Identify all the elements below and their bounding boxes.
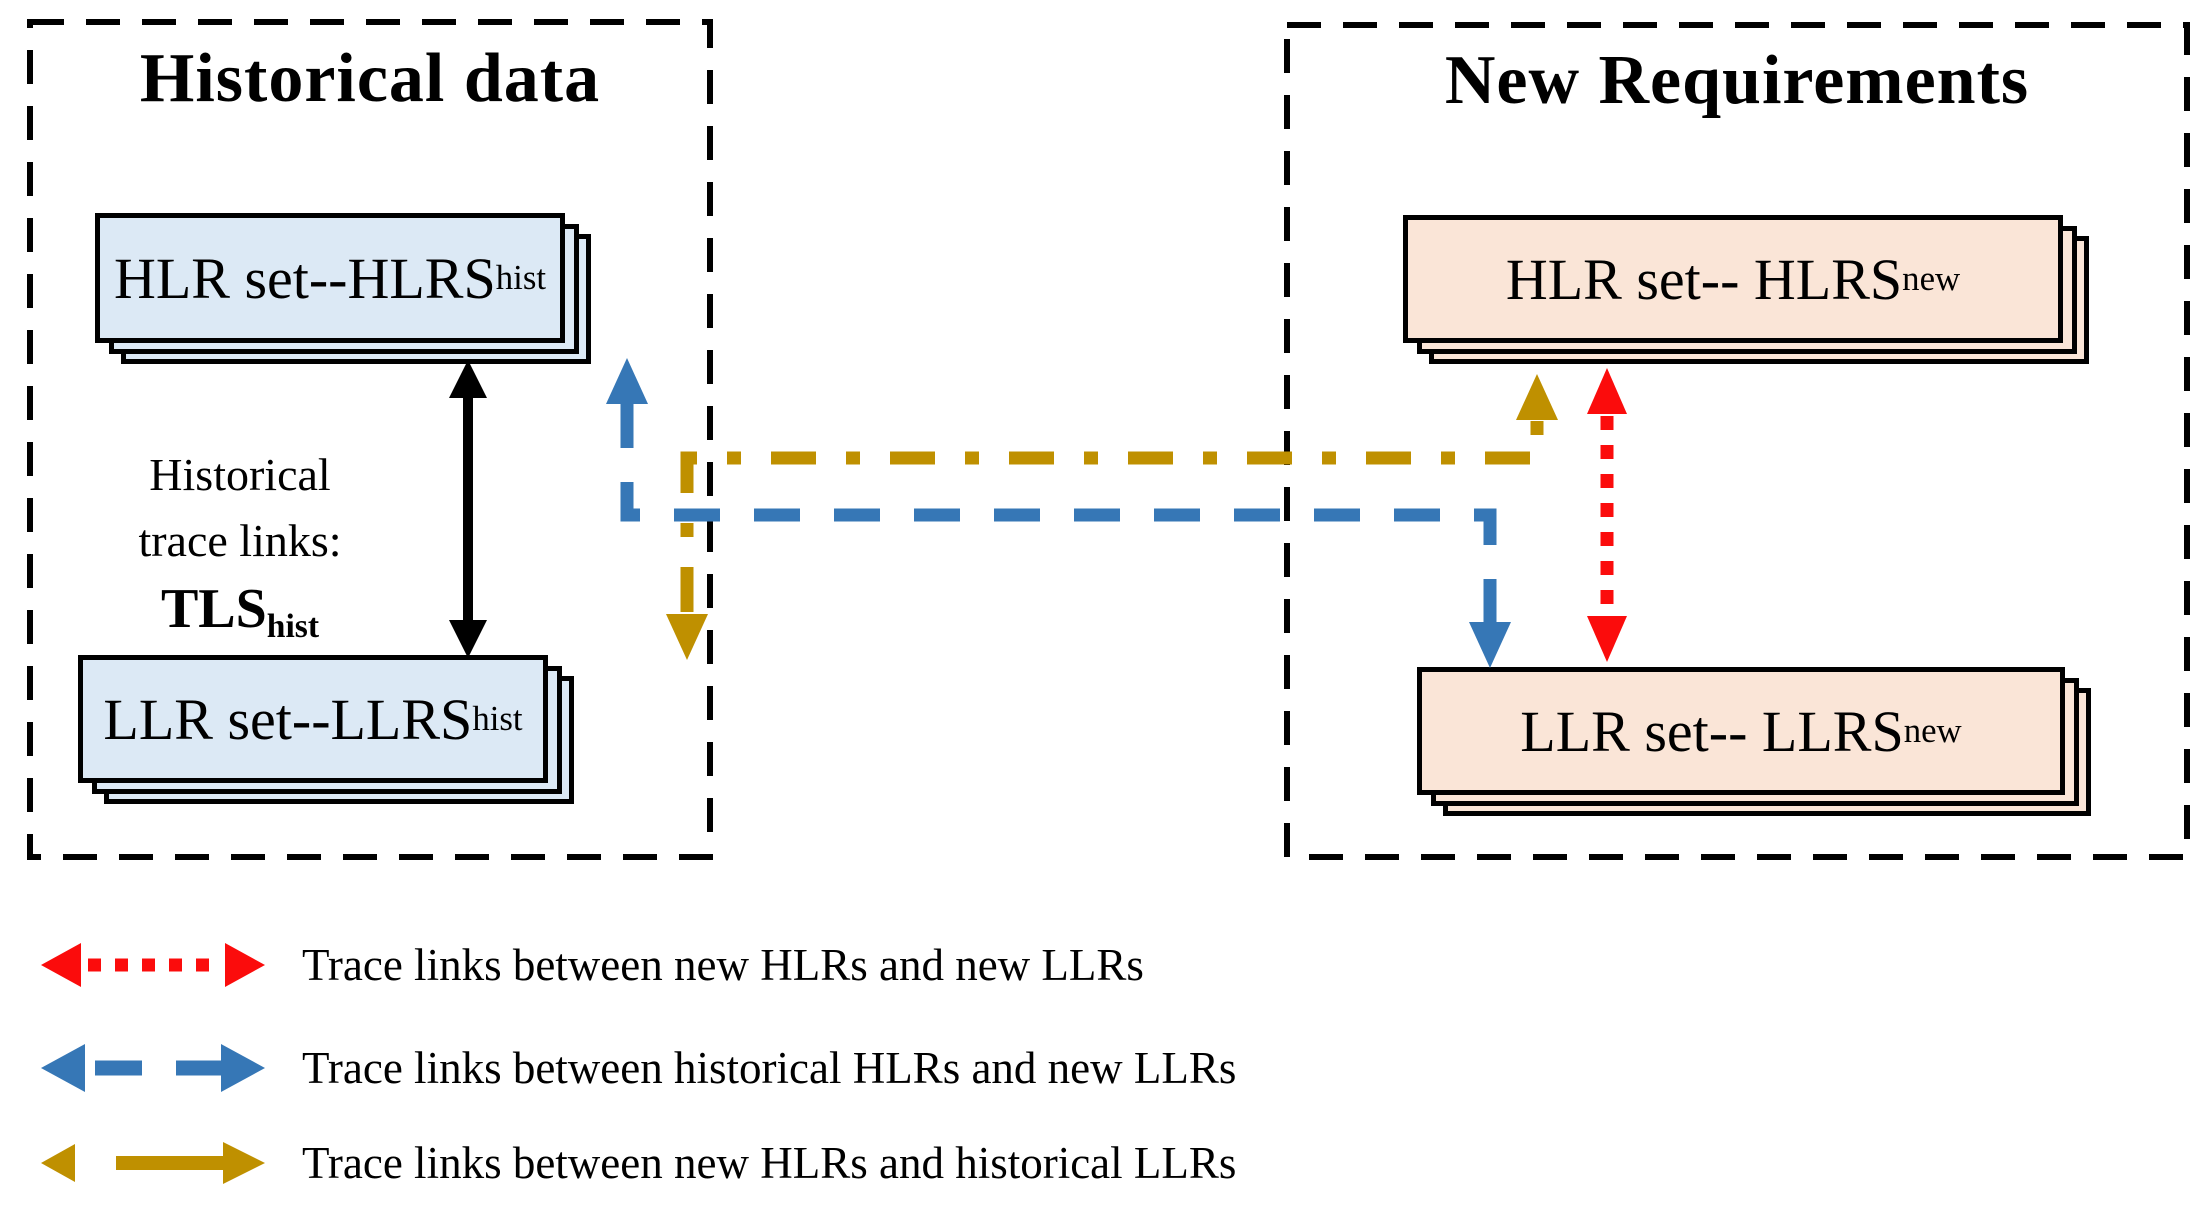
legend-item-new-hist: Trace links between new HLRs and histori…	[38, 1131, 1236, 1195]
trace-link-new-hlr-to-new-llr-arrow	[1587, 368, 1627, 662]
hlrs-hist-label: HLR set--HLRS	[113, 245, 496, 311]
trace-link-new-hlr-to-historical-llr-arrow	[666, 374, 1558, 660]
tls-label-main: TLS	[160, 578, 267, 640]
tls-hist-label: TLShist	[90, 574, 390, 644]
historical-trace-links-arrow	[449, 360, 487, 658]
new-requirements-title: New Requirements	[1444, 42, 2030, 119]
note-line-2: trace links:	[138, 515, 342, 566]
legend-label: Trace links between historical HLRs and …	[302, 1043, 1237, 1093]
legend-label: Trace links between new HLRs and histori…	[302, 1138, 1237, 1188]
gold-dashdot-double-arrow-icon	[41, 1142, 265, 1184]
llrs-new-label: LLR set-- LLRS	[1520, 698, 1904, 764]
tls-label-subscript: hist	[266, 608, 320, 646]
blue-dashed-double-arrow-icon	[41, 1044, 265, 1092]
historical-trace-links-note: Historical trace links: TLShist	[90, 442, 390, 644]
llrs-hist-label: LLR set--LLRS	[103, 686, 473, 752]
legend-item-new-new: Trace links between new HLRs and new LLR…	[38, 933, 1144, 997]
legend-label: Trace links between new HLRs and new LLR…	[302, 940, 1144, 990]
note-line-1: Historical	[149, 449, 331, 500]
legend-item-hist-new: Trace links between historical HLRs and …	[38, 1036, 1236, 1100]
hlrs-new-label: HLR set-- HLRS	[1505, 246, 1903, 312]
trace-link-historical-hlr-to-new-llr-arrow	[606, 358, 1511, 668]
historical-data-title: Historical data	[139, 40, 601, 117]
red-dotted-double-arrow-icon	[41, 943, 265, 987]
